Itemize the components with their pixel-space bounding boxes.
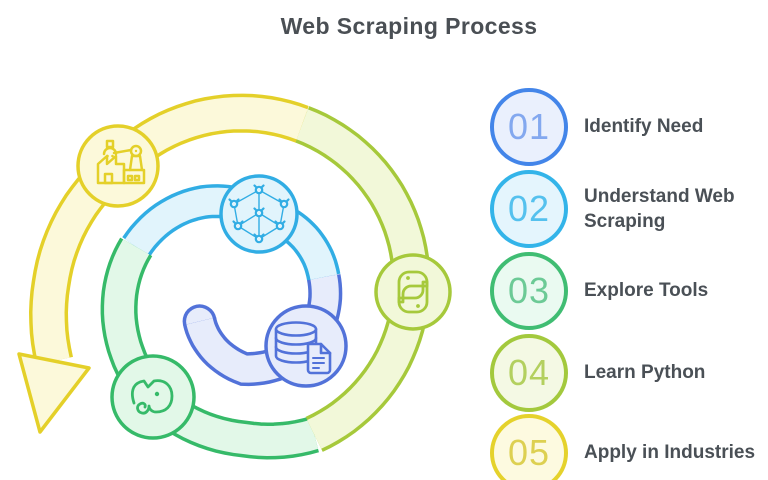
network-icon (228, 184, 290, 244)
icon-bubble (76, 124, 160, 208)
elephant-icon (131, 379, 174, 415)
step-number: 04 (507, 352, 551, 393)
step-number-badge: 04 (490, 334, 568, 412)
step-number: 02 (507, 188, 551, 229)
spiral-bands (17, 93, 452, 460)
step-label: Explore Tools (584, 280, 709, 302)
step-item-2: 02 Understand Web Scraping (490, 170, 768, 248)
step-label: Learn Python (584, 362, 706, 384)
spiral-arrowhead (17, 352, 91, 434)
python-icon (397, 270, 429, 314)
step-item-4: 04 Learn Python (490, 334, 768, 412)
database-icon (274, 321, 332, 375)
step-number: 05 (507, 432, 551, 473)
step-item-5: 05 Apply in Industries (490, 414, 768, 480)
step-number-badge: 01 (490, 88, 568, 166)
step-label: Apply in Industries (584, 442, 756, 464)
spiral-diagram (17, 93, 452, 460)
step-label: Understand Web Scraping (584, 185, 735, 232)
step-number-badge: 02 (490, 170, 568, 248)
step-number: 03 (507, 270, 551, 311)
page-title: Web Scraping Process (280, 13, 538, 39)
step-item-1: 01 Identify Need (490, 88, 768, 166)
icon-bubble (110, 354, 196, 440)
step-number-badge: 05 (490, 414, 568, 480)
step-number-badge: 03 (490, 252, 568, 330)
step-number: 01 (507, 106, 551, 147)
factory-icon (96, 139, 146, 185)
icon-bubble (374, 253, 452, 331)
step-item-3: 03 Explore Tools (490, 252, 768, 330)
step-label: Identify Need (584, 116, 704, 138)
